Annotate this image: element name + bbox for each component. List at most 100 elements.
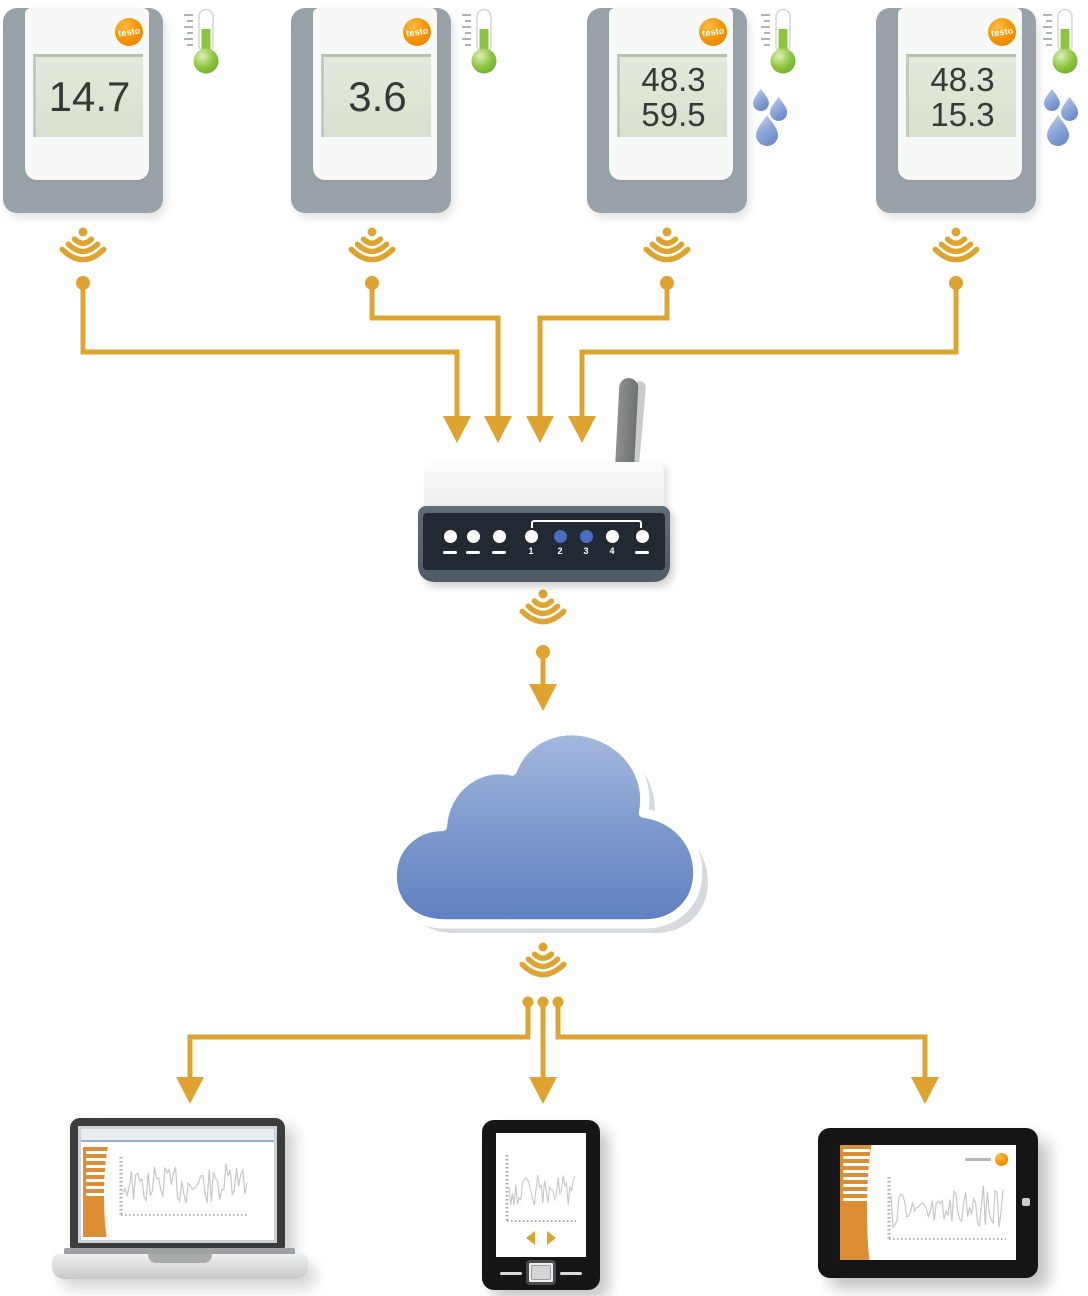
thermometer-icon (461, 8, 498, 75)
menu-line (86, 1179, 107, 1182)
menu-line (843, 1184, 870, 1187)
brand-tagline-text (965, 1158, 991, 1161)
menu-line (86, 1172, 107, 1175)
wlan-router-front-panel: 1 2 3 4 (418, 506, 670, 582)
laptop-screen-bezel (70, 1118, 285, 1250)
bezel-line (560, 1272, 582, 1275)
water-drops-icon (1043, 86, 1087, 150)
measurement-chart (887, 1177, 1006, 1240)
connector-cloud-to-tablet (552, 996, 939, 1104)
menu-line (86, 1158, 107, 1161)
router-led-panel: 1 2 3 4 (423, 513, 665, 570)
menu-line (843, 1177, 870, 1180)
port-led-3 (579, 530, 593, 543)
connector-logger4-to-router (568, 276, 963, 443)
laptop-base (52, 1254, 308, 1279)
status-led (443, 530, 457, 543)
smartphone (482, 1120, 600, 1290)
testo-logo: testo (115, 18, 143, 46)
connector-cloud-to-smartphone (529, 996, 557, 1104)
laptop-screen (78, 1126, 277, 1243)
wifi-data-logger-1: testo 14.7 (3, 8, 163, 213)
testo-logo-text: testo (405, 25, 429, 39)
port-led-4 (605, 530, 619, 543)
measurement-chart (505, 1155, 576, 1222)
logger-face: testo 14.7 (25, 8, 149, 180)
connector-logger1-to-router (76, 276, 471, 443)
led-dash (466, 551, 480, 554)
chart-pager (496, 1231, 586, 1245)
led-dash (492, 551, 506, 554)
menu-line (843, 1191, 870, 1194)
wifi-data-logger-4: testo 48.3 15.3 (876, 8, 1036, 213)
reading-line1: 3.6 (348, 73, 407, 120)
logger-face: testo 48.3 15.3 (898, 8, 1022, 180)
reading-line2: 59.5 (641, 96, 706, 133)
connector-logger3-to-router (526, 276, 674, 443)
tablet-screen (840, 1145, 1016, 1260)
menu-line (86, 1193, 107, 1196)
thermometer-icon (183, 8, 220, 75)
thermometer-icon (1042, 8, 1079, 75)
browser-toolbar (81, 1129, 274, 1142)
testo-logo-text: testo (117, 25, 141, 39)
laptop-trackpad-notch (148, 1254, 212, 1263)
reading-line2: 15.3 (930, 96, 995, 133)
testo-logo-text: testo (701, 25, 725, 39)
logger-display: 48.3 15.3 (906, 54, 1016, 137)
port-group-bracket (531, 520, 642, 528)
port-label-3: 3 (583, 546, 589, 556)
testo-logo (995, 1153, 1008, 1166)
connector-lines (76, 276, 963, 1104)
testo-logo-text: testo (990, 25, 1014, 39)
menu-line (86, 1186, 107, 1189)
logger-display: 48.3 59.5 (617, 54, 727, 137)
connector-cloud-to-laptop (176, 996, 534, 1104)
port-label-1: 1 (528, 546, 534, 556)
menu-line (843, 1163, 870, 1166)
testo-logo: testo (988, 18, 1016, 46)
menu-line (86, 1151, 107, 1154)
status-led (466, 530, 480, 543)
laptop-hinge (64, 1248, 295, 1255)
sidebar-curve (104, 1147, 110, 1237)
next-arrow-icon (547, 1231, 556, 1245)
cloud-icon (387, 726, 708, 934)
home-button (1022, 1198, 1030, 1206)
wifi-data-logger-2: testo 3.6 (291, 8, 451, 213)
thermometer-icon (760, 8, 797, 75)
bezel-line (500, 1272, 522, 1275)
port-label-2: 2 (557, 546, 563, 556)
port-led-1 (524, 530, 538, 543)
status-led (635, 530, 649, 543)
menu-line (843, 1170, 870, 1173)
laptop (52, 1118, 308, 1283)
logger-display: 14.7 (33, 54, 143, 137)
menu-line (843, 1198, 870, 1201)
sidebar-curve (867, 1145, 873, 1260)
wifi-data-logger-3: testo 48.3 59.5 (587, 8, 747, 213)
logger-face: testo 48.3 59.5 (609, 8, 733, 180)
home-button (526, 1260, 556, 1285)
measurement-chart (119, 1157, 249, 1216)
testo-logo: testo (403, 18, 431, 46)
menu-line (86, 1165, 107, 1168)
testo-logo: testo (699, 18, 727, 46)
logger-display: 3.6 (321, 54, 431, 137)
connector-logger2-to-router (365, 276, 512, 443)
cloud-shape (387, 726, 703, 929)
connector-router-to-cloud (529, 645, 557, 711)
water-drops-icon (752, 86, 796, 150)
previous-arrow-icon (526, 1231, 535, 1245)
led-dash (635, 551, 649, 554)
reading-line1: 14.7 (48, 73, 131, 120)
reading-line1: 48.3 (641, 61, 706, 98)
port-led-2 (553, 530, 567, 543)
web-app-page (81, 1129, 274, 1240)
reading-line1: 48.3 (930, 61, 995, 98)
logger-face: testo 3.6 (313, 8, 437, 180)
status-led (492, 530, 506, 543)
smartphone-screen (496, 1133, 586, 1257)
testo-logo-row (965, 1153, 1008, 1166)
